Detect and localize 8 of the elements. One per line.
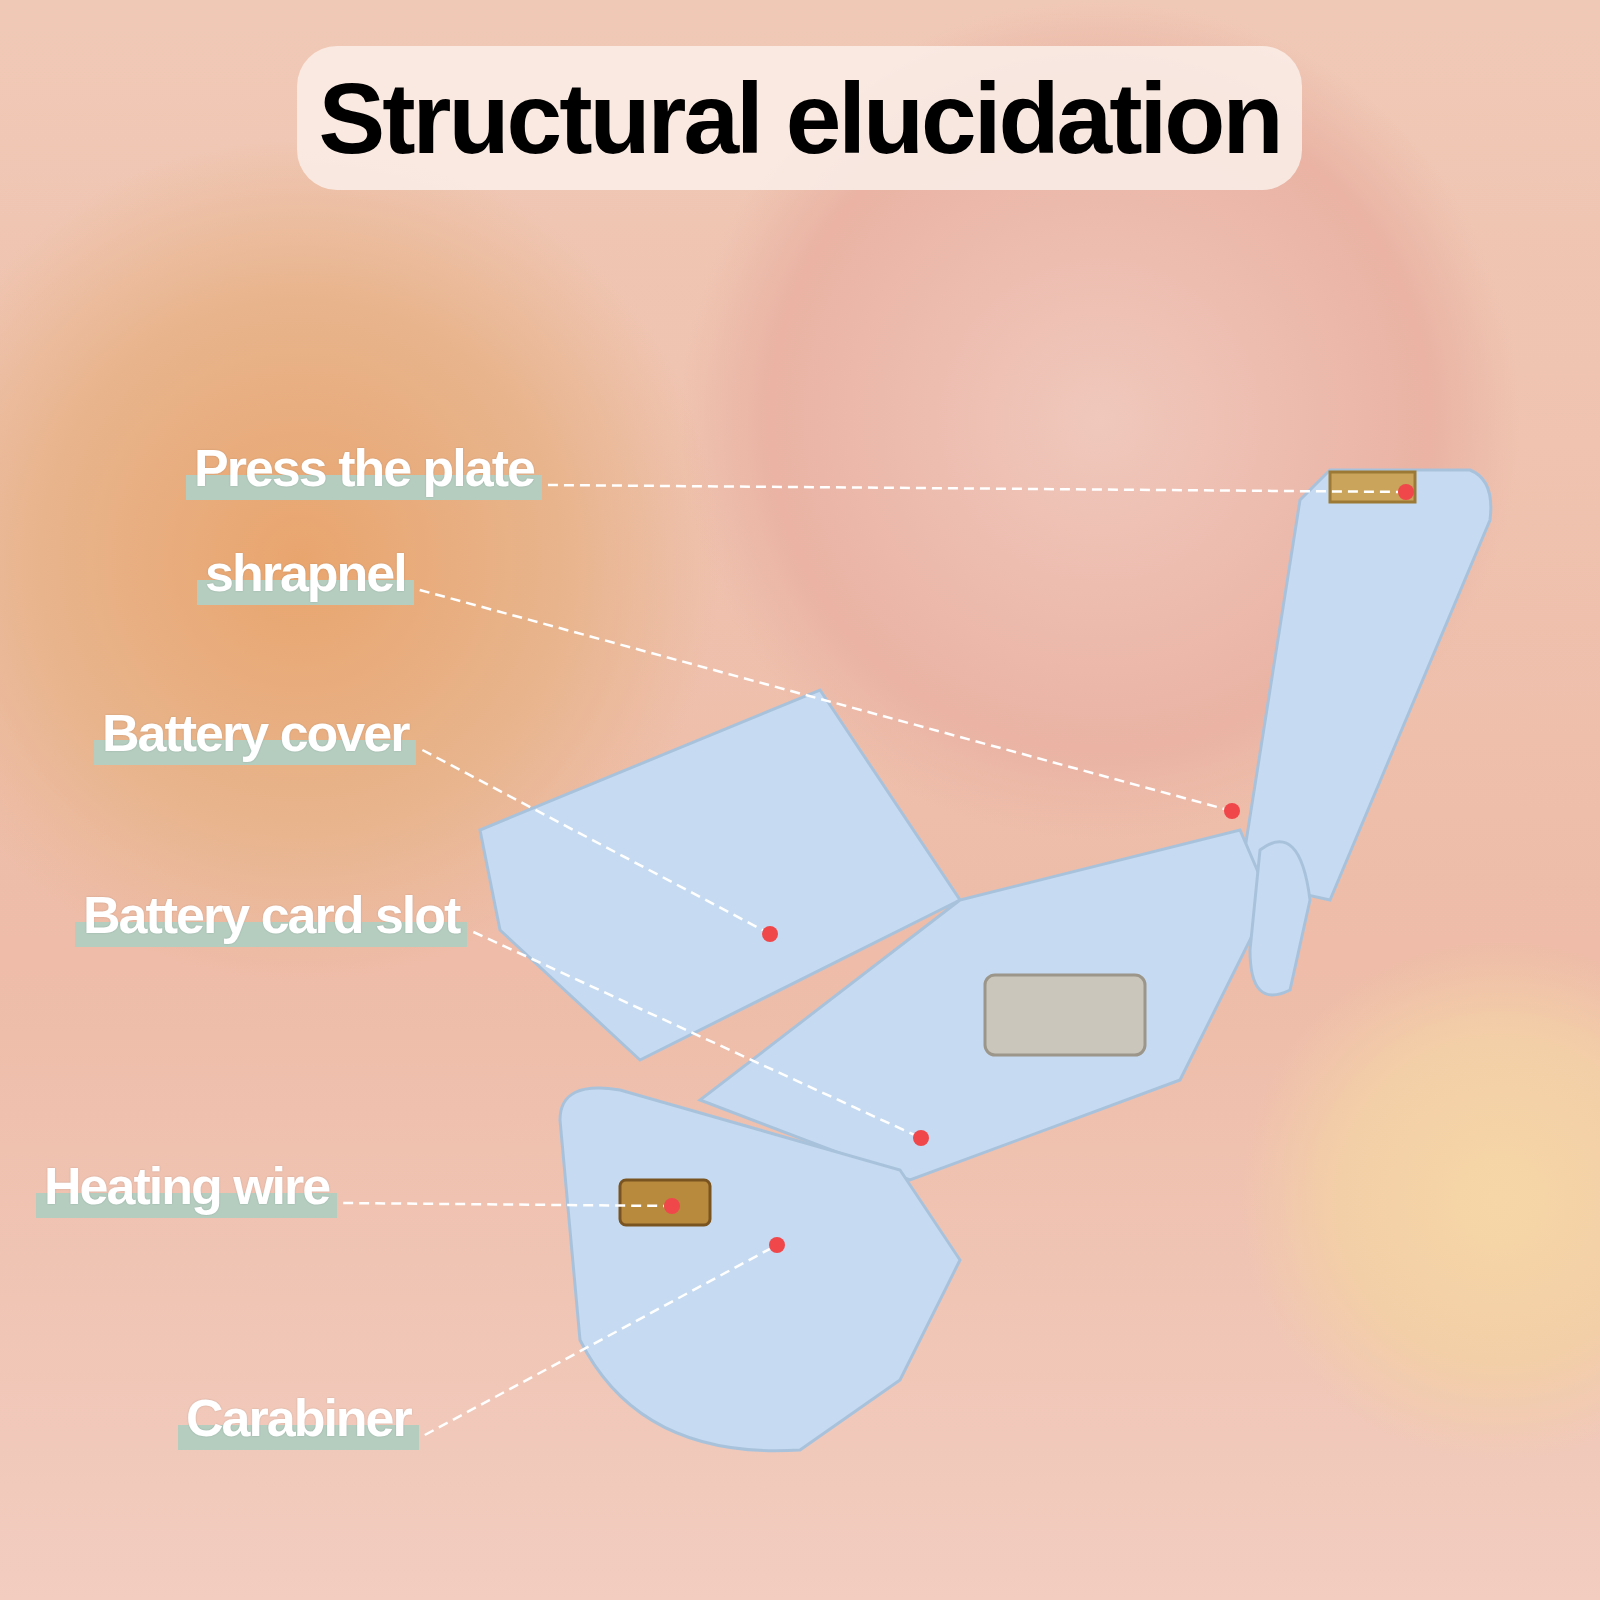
- leader-line: [547, 483, 1398, 494]
- marker-dot: [1224, 803, 1240, 819]
- leader-line: [472, 930, 915, 1136]
- leader-line: [421, 748, 764, 932]
- leader-line: [343, 1201, 664, 1208]
- leader-line: [424, 1247, 771, 1437]
- title: Structural elucidation: [297, 46, 1302, 190]
- leader-line: [419, 588, 1225, 811]
